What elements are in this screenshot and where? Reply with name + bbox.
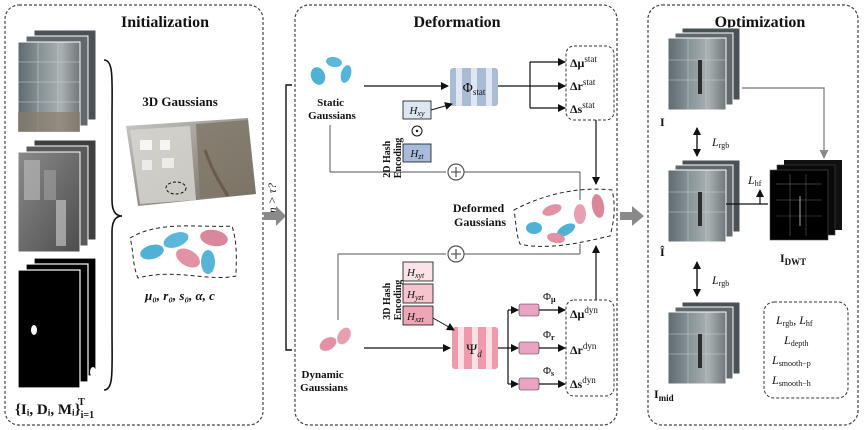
hash3d-xyt-text: Hxyt bbox=[406, 267, 425, 280]
dyn-out-mu: Δμdyn bbox=[570, 305, 598, 321]
split-bracket bbox=[285, 84, 292, 351]
init-to-deform-arrow bbox=[264, 206, 286, 226]
static-outputs-box bbox=[565, 45, 615, 121]
hash3d-yzt-text: Hyzt bbox=[406, 289, 425, 302]
loss-terms-box bbox=[763, 301, 849, 399]
dynamic-outputs-box bbox=[565, 299, 615, 397]
mid-image-label: Imid bbox=[654, 387, 674, 403]
dyn-out-r: Δrdyn bbox=[570, 341, 597, 357]
hash3d-label: 3D Hash Encoding bbox=[382, 280, 404, 321]
hash2d-to-phi-arrow bbox=[430, 102, 453, 111]
head-s-box bbox=[518, 377, 540, 391]
hash2d-label: 2D Hash Encoding bbox=[382, 138, 404, 179]
initial-gaussians-patch bbox=[129, 225, 237, 279]
dyn-out-s: Δsdyn bbox=[570, 375, 596, 391]
rgb-frame-stack bbox=[17, 29, 97, 133]
gaussians-3d-title: 3D Gaussians bbox=[142, 94, 218, 109]
phi-stat-mlp bbox=[450, 68, 498, 106]
rendered-image-stack bbox=[667, 159, 741, 243]
head-r-label: Φr bbox=[543, 329, 555, 342]
head-r-box bbox=[518, 341, 540, 355]
rendered-image-label: Î bbox=[660, 245, 665, 259]
stat-out-r: Δrstat bbox=[570, 77, 596, 93]
odot-symbol bbox=[411, 125, 423, 137]
static-gaussians bbox=[310, 56, 352, 85]
stat-out-s: Δsstat bbox=[570, 100, 595, 116]
loss-rgb-hf: Lrgb, Lhf bbox=[775, 313, 813, 328]
head-mu-box bbox=[518, 303, 540, 317]
hash3d-xzt-box bbox=[402, 305, 434, 326]
l-rgb-bottom-label: Lrgb bbox=[711, 273, 729, 288]
initialization-panel bbox=[4, 4, 264, 426]
dwt-image bbox=[769, 160, 842, 241]
loss-depth: Ldepth bbox=[783, 333, 808, 348]
condition-label: m > τ? bbox=[265, 183, 279, 216]
head-s-label: Φs bbox=[543, 365, 554, 378]
depth-frame-stack bbox=[17, 139, 97, 253]
input-set-label: {Iᵢ, Dᵢ, Mᵢ}i=1T bbox=[15, 397, 94, 421]
hash2d-xy-text: Hxy bbox=[408, 105, 425, 118]
gt-image-stack bbox=[667, 27, 741, 111]
deformed-gaussians bbox=[513, 188, 615, 247]
stat-out-mu: Δμstat bbox=[570, 54, 597, 70]
optimization-panel bbox=[647, 4, 859, 426]
input-brace bbox=[103, 59, 123, 391]
dynamic-gaussians bbox=[319, 327, 351, 351]
deformation-title: Deformation bbox=[413, 14, 500, 31]
optimization-title: Optimization bbox=[715, 14, 806, 31]
point-cloud bbox=[126, 118, 256, 206]
phi-stat-label: Φstat bbox=[463, 81, 486, 97]
hash2d-zt-text: Hzt bbox=[409, 148, 424, 161]
mask-frame-stack bbox=[17, 257, 97, 389]
head-mu-label: Φμ bbox=[543, 291, 556, 304]
loss-smooth-p: Lsmooth−p bbox=[771, 353, 811, 368]
initialization-title: Initialization bbox=[121, 14, 209, 31]
deform-to-opt-arrow bbox=[620, 206, 644, 226]
hash3d-yzt-box bbox=[402, 283, 434, 304]
dynamic-gaussians-label: Dynamic Gaussians bbox=[300, 369, 348, 394]
deformed-gaussians-label: Deformed Gaussians bbox=[453, 201, 507, 229]
gt-to-dwt-arrow bbox=[742, 87, 829, 159]
l-hf-label: Lhf bbox=[747, 173, 762, 188]
loss-smooth-h: Lsmooth−h bbox=[771, 373, 811, 388]
psi-d-mlp bbox=[452, 327, 498, 369]
hash3d-xyt-box bbox=[402, 261, 434, 282]
gaussian-params: μ₀, r₀, s₀, α, c bbox=[144, 288, 215, 303]
hash3d-to-psi-arrow bbox=[432, 317, 455, 331]
psi-d-label: Ψd bbox=[466, 342, 482, 359]
static-gaussians-label: Static Gaussians bbox=[308, 97, 356, 122]
mid-image-stack bbox=[667, 301, 741, 385]
deformation-panel bbox=[294, 4, 618, 426]
dwt-image-label: IDWT bbox=[780, 251, 806, 267]
l-rgb-top-label: Lrgb bbox=[711, 135, 729, 150]
gt-image-label: I bbox=[660, 115, 665, 129]
hash2d-zt-box bbox=[402, 143, 432, 163]
hash3d-xzt-text: Hxzt bbox=[406, 311, 425, 324]
